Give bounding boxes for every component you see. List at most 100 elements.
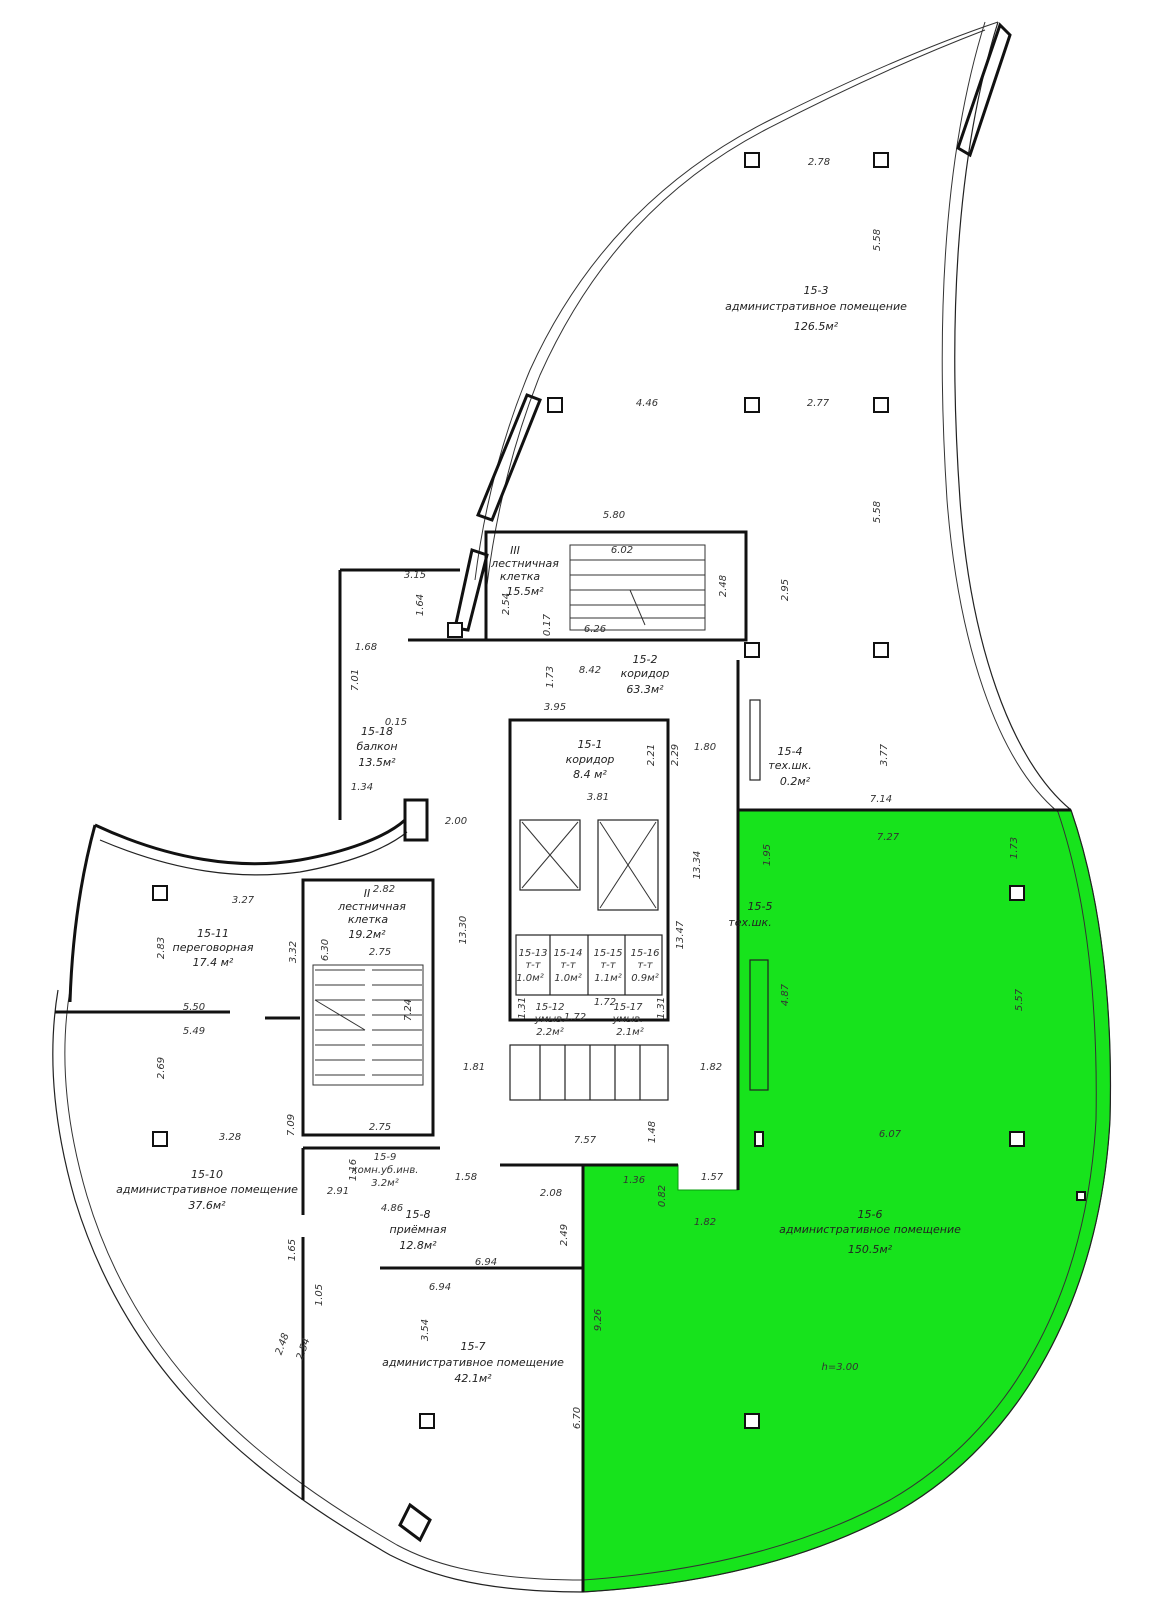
elevator-1: [519, 819, 581, 891]
svg-text:1.81: 1.81: [463, 1062, 485, 1073]
svg-text:5.57: 5.57: [1014, 988, 1025, 1011]
annex-wall-inner: [99, 831, 408, 876]
svg-text:2.29: 2.29: [670, 744, 681, 766]
svg-text:1.1м²: 1.1м²: [594, 973, 621, 984]
stair3-treads: [569, 544, 706, 631]
svg-text:5.58: 5.58: [872, 229, 883, 251]
svg-text:15-9: 15-9: [374, 1152, 397, 1163]
svg-text:15-17: 15-17: [613, 1002, 643, 1013]
svg-text:5.50: 5.50: [183, 1002, 205, 1013]
svg-text:15-8: 15-8: [406, 1208, 431, 1221]
svg-text:т-т: т-т: [560, 960, 576, 971]
svg-text:15-14: 15-14: [553, 948, 582, 959]
svg-text:2.77: 2.77: [807, 398, 830, 409]
svg-text:2.78: 2.78: [808, 157, 830, 168]
svg-text:3.95: 3.95: [544, 702, 566, 713]
svg-text:т-т: т-т: [600, 960, 616, 971]
svg-text:8.4 м²: 8.4 м²: [573, 768, 607, 781]
svg-text:3.27: 3.27: [232, 895, 255, 906]
svg-text:0.2м²: 0.2м²: [780, 775, 811, 788]
room-15-8-label: 15-8 приёмная 12.8м²: [390, 1208, 447, 1252]
svg-text:15-4: 15-4: [778, 745, 803, 758]
svg-text:3.28: 3.28: [219, 1132, 241, 1143]
svg-text:1.73: 1.73: [545, 666, 556, 688]
svg-text:1.34: 1.34: [351, 782, 373, 793]
svg-text:II: II: [364, 887, 371, 900]
svg-text:1.68: 1.68: [355, 642, 377, 653]
svg-text:15-5: 15-5: [748, 900, 773, 913]
svg-text:комн.уб.инв.: комн.уб.инв.: [352, 1164, 419, 1176]
svg-text:5.80: 5.80: [603, 510, 625, 521]
svg-text:6.07: 6.07: [879, 1129, 902, 1140]
svg-text:13.47: 13.47: [675, 920, 686, 949]
svg-text:3.15: 3.15: [404, 570, 426, 581]
room-15-15-label: 15-15 т-т 1.1м²: [593, 948, 622, 984]
svg-text:т-т: т-т: [525, 960, 541, 971]
room-15-17-label: 15-17 умыв. 2.1м²: [612, 1002, 644, 1038]
svg-text:1.48: 1.48: [647, 1121, 658, 1143]
room-15-7-label: 15-7 административное помещение 42.1м²: [382, 1340, 564, 1385]
room-15-14-label: 15-14 т-т 1.0м²: [553, 948, 582, 984]
svg-text:2.2м²: 2.2м²: [536, 1027, 563, 1038]
room-stair2-label: II лестничная клетка 19.2м²: [337, 887, 406, 941]
svg-text:6.30: 6.30: [320, 939, 331, 961]
svg-text:1.72: 1.72: [594, 997, 616, 1008]
svg-text:2.95: 2.95: [780, 579, 791, 601]
svg-text:0.15: 0.15: [385, 717, 407, 728]
svg-text:III: III: [510, 544, 520, 557]
svg-text:7.09: 7.09: [286, 1114, 297, 1136]
svg-text:клетка: клетка: [348, 913, 388, 926]
stair2-block: [301, 878, 435, 1137]
svg-text:2.00: 2.00: [445, 816, 467, 827]
svg-text:1.0м²: 1.0м²: [516, 973, 543, 984]
svg-text:1.72: 1.72: [564, 1012, 586, 1023]
svg-text:2.75: 2.75: [369, 1122, 391, 1133]
svg-text:15-1: 15-1: [578, 738, 603, 751]
svg-text:9.26: 9.26: [593, 1309, 604, 1331]
svg-text:тех.шк.: тех.шк.: [728, 916, 771, 929]
svg-text:19.2м²: 19.2м²: [348, 928, 386, 941]
svg-text:13.34: 13.34: [692, 851, 703, 880]
svg-text:5.49: 5.49: [183, 1026, 205, 1037]
interior-walls: [55, 568, 1071, 1592]
svg-text:административное помещение: административное помещение: [116, 1183, 298, 1196]
svg-text:2.54: 2.54: [501, 593, 512, 615]
room-15-9-label: 15-9 комн.уб.инв. 3.2м²: [352, 1152, 419, 1189]
svg-text:6.94: 6.94: [429, 1282, 451, 1293]
svg-text:8.42: 8.42: [579, 665, 601, 676]
svg-text:административное помещение: административное помещение: [382, 1356, 564, 1369]
svg-text:7.27: 7.27: [877, 832, 900, 843]
svg-text:6.70: 6.70: [572, 1407, 583, 1429]
toilet-row: [515, 934, 663, 996]
svg-text:7.01: 7.01: [350, 669, 361, 691]
svg-text:1.82: 1.82: [700, 1062, 722, 1073]
outer-glass-2: [474, 21, 999, 581]
svg-text:коридор: коридор: [566, 753, 615, 766]
elevator-2: [597, 819, 659, 911]
svg-text:12.8м²: 12.8м²: [399, 1239, 437, 1252]
height-note: h=3.00: [822, 1362, 859, 1373]
room-15-12-label: 15-12 умыв. 2.2м²: [534, 1002, 565, 1038]
svg-text:15-18: 15-18: [361, 725, 393, 738]
svg-text:15-12: 15-12: [535, 1002, 564, 1013]
corridor-15-1-box: [508, 718, 670, 1022]
room-15-3-label: 15-3 административное помещение 126.5м²: [725, 284, 907, 333]
outer-glass: [64, 21, 1097, 1581]
annex-side: [68, 824, 97, 1003]
svg-text:административное помещение: административное помещение: [725, 300, 907, 313]
stair3-block: [484, 530, 748, 642]
svg-text:63.3м²: 63.3м²: [626, 683, 664, 696]
svg-text:2.49: 2.49: [559, 1224, 570, 1246]
svg-text:2.1м²: 2.1м²: [616, 1027, 643, 1038]
svg-text:лестничная: лестничная: [490, 557, 559, 570]
svg-text:15-2: 15-2: [633, 653, 658, 666]
svg-text:1.31: 1.31: [517, 997, 528, 1019]
svg-text:13.5м²: 13.5м²: [358, 756, 396, 769]
room-15-11-label: 15-11 переговорная 17.4 м²: [173, 927, 254, 969]
columns: [152, 152, 1086, 1429]
svg-text:3.54: 3.54: [420, 1319, 431, 1341]
svg-text:15-6: 15-6: [858, 1208, 883, 1221]
svg-text:150.5м²: 150.5м²: [848, 1243, 893, 1256]
svg-text:балкон: балкон: [356, 740, 397, 753]
